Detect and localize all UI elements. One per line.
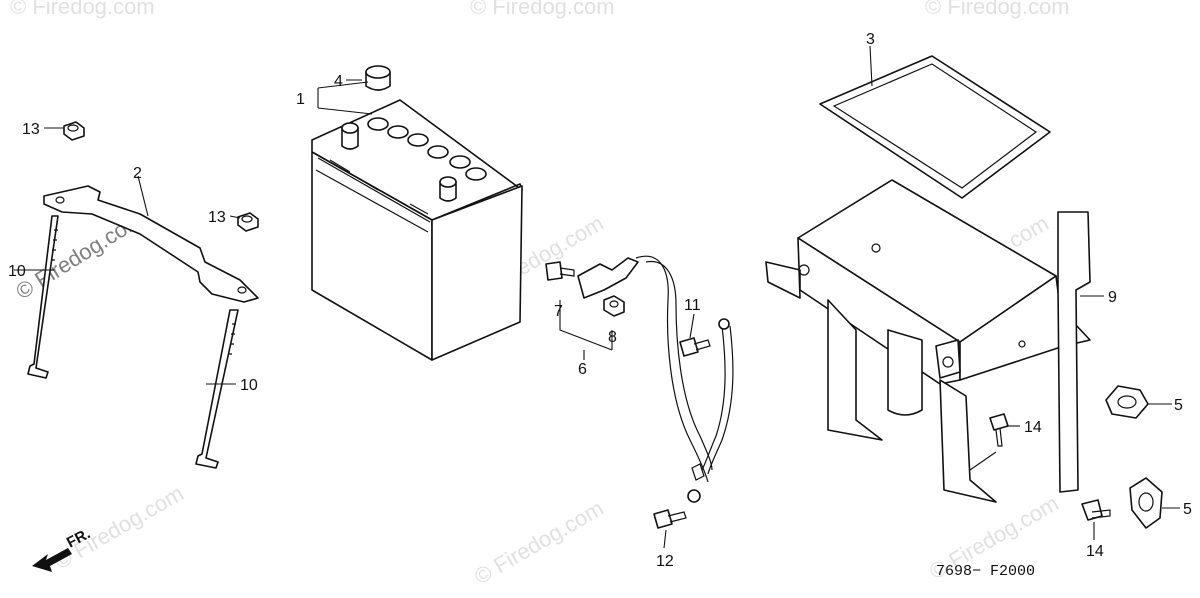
battery-cable xyxy=(577,255,734,503)
watermark-text: © Firedog.com xyxy=(470,495,608,589)
clip-5-upper xyxy=(1105,385,1149,419)
nut-13-right xyxy=(237,212,259,232)
clip-5-lower xyxy=(1129,477,1163,529)
callout-13-right: 13 xyxy=(208,209,226,226)
callout-9: 9 xyxy=(1108,289,1117,306)
battery-hold-bracket xyxy=(43,185,259,303)
direction-arrow-icon xyxy=(32,548,72,572)
watermark-text: © Firedog.com xyxy=(10,0,155,19)
callout-10-left: 10 xyxy=(8,263,26,280)
callout-1: 1 xyxy=(296,91,305,108)
nut-13-left xyxy=(63,121,85,141)
battery-set-rod-left xyxy=(27,215,59,379)
callout-2: 2 xyxy=(133,165,142,182)
battery-cap xyxy=(365,65,391,91)
drawing-code: 7698− F2000 xyxy=(936,563,1035,580)
bolt-11 xyxy=(679,337,711,357)
callout-12: 12 xyxy=(656,553,674,570)
callout-13-left: 13 xyxy=(22,121,40,138)
callout-5-lower: 5 xyxy=(1183,501,1192,518)
bolt-14-lower xyxy=(1081,499,1111,521)
callout-6: 6 xyxy=(578,361,587,378)
battery xyxy=(311,99,523,361)
callout-3: 3 xyxy=(866,31,875,48)
watermark-text: © Firedog.com xyxy=(50,480,188,574)
battery-set-rod-right xyxy=(195,309,239,469)
watermark-text: © Firedog.com xyxy=(925,0,1070,19)
callout-11: 11 xyxy=(684,297,701,314)
battery-mat xyxy=(819,55,1051,199)
watermark-text: © Firedog.com xyxy=(470,0,615,19)
bolt-14-upper xyxy=(989,413,1009,447)
callout-14-upper: 14 xyxy=(1024,419,1042,436)
callout-4: 4 xyxy=(334,73,343,90)
terminal-bolt-7 xyxy=(545,261,575,281)
battery-box xyxy=(765,179,1091,503)
leader-lines xyxy=(14,45,1180,549)
callout-10-right: 10 xyxy=(240,377,258,394)
bolt-12 xyxy=(653,509,687,529)
callout-5-upper: 5 xyxy=(1174,397,1183,414)
callout-labels: 1 2 3 4 5 5 6 7 8 9 10 10 11 12 13 13 14… xyxy=(8,31,1192,570)
callout-7: 7 xyxy=(554,303,563,320)
callout-14-lower: 14 xyxy=(1086,543,1104,560)
terminal-nut-8 xyxy=(603,295,625,317)
callout-8: 8 xyxy=(608,329,617,346)
